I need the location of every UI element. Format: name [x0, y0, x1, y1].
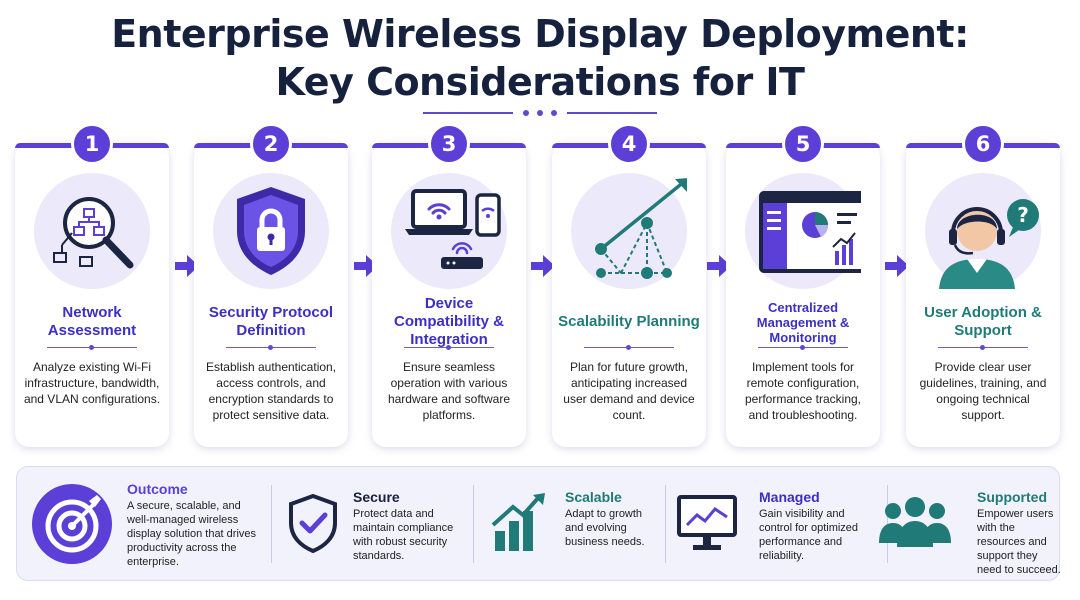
step-card-1: 1 Network Assessment Analyze existing Wi…: [15, 123, 169, 447]
title-line-1: Enterprise Wireless Display Deployment:: [111, 12, 969, 56]
step-description: Analyze existing Wi-Fi infrastructure, b…: [23, 360, 161, 406]
network-magnifier-icon: [53, 197, 134, 269]
step-number-badge: 5: [782, 123, 824, 165]
step-title: User Adoption & Support: [924, 304, 1042, 339]
benefit-description: Adapt to growth and evolving business ne…: [565, 508, 645, 548]
outcome-description: A secure, scalable, and well-managed wir…: [127, 500, 257, 568]
step-card-3: 3 Device Compatibility & Integration Ens…: [372, 123, 526, 447]
step-title: Scalability Planning: [558, 313, 700, 330]
benefit-title: Scalable: [565, 489, 622, 505]
target-icon: [32, 484, 112, 564]
page-title: Enterprise Wireless Display Deployment: …: [0, 10, 1080, 106]
step-description: Implement tools for remote configuration…: [744, 360, 862, 422]
step-description: Establish authentication, access control…: [205, 360, 337, 422]
devices-icon: [405, 189, 501, 269]
step-title: Network Assessment: [47, 304, 137, 339]
step-title: Centralized Management & Monitoring: [756, 299, 850, 345]
benefit-supported: Supported Empower users with the resourc…: [879, 467, 1061, 580]
step-number-badge: 4: [608, 123, 650, 165]
step-card-2: 2 Security Protocol Definition Establish…: [194, 123, 348, 447]
step-card-5: 5 Centralized Management & Monitoring Im…: [726, 123, 880, 447]
growth-network-icon: [595, 178, 687, 279]
step-number-badge: 1: [71, 123, 113, 165]
support-agent-icon: ?: [939, 199, 1039, 289]
benefit-scalable: Scalable Adapt to growth and evolving bu…: [481, 467, 661, 580]
monitor-chart-icon: [677, 495, 737, 550]
step-description: Provide clear user guidelines, training,…: [919, 360, 1047, 422]
outcome-title: Outcome: [127, 481, 188, 497]
benefit-description: Gain visibility and control for optimize…: [759, 508, 859, 562]
arrow-right-icon: [531, 255, 555, 277]
outcome-panel: Outcome A secure, scalable, and well-man…: [16, 466, 1061, 581]
title-line-2: Key Considerations for IT: [275, 60, 805, 104]
dashboard-icon: [759, 191, 861, 273]
benefit-description: Protect data and maintain compliance wit…: [353, 508, 454, 562]
shield-lock-icon: [237, 187, 305, 275]
svg-text:?: ?: [1017, 203, 1029, 227]
benefit-description: Empower users with the resources and sup…: [977, 508, 1061, 576]
step-card-6: 6 ? User Adoption & Support Provide clea…: [906, 123, 1060, 447]
benefit-title: Managed: [759, 489, 820, 505]
outcome-summary: Outcome A secure, scalable, and well-man…: [17, 467, 267, 580]
people-icon: [879, 497, 951, 547]
shield-check-icon: [289, 493, 337, 553]
step-title: Security Protocol Definition: [208, 304, 334, 339]
step-card-4: 4 Scalability Planning Plan for future g…: [552, 123, 706, 447]
benefit-managed: Managed Gain visibility and control for …: [673, 467, 883, 580]
step-title: Device Compatibility & Integration: [393, 295, 504, 348]
benefit-title: Secure: [353, 489, 400, 505]
step-description: Plan for future growth, anticipating inc…: [563, 360, 695, 422]
title-divider: [423, 108, 657, 118]
arrow-right-icon: [885, 255, 909, 277]
arrow-right-icon: [707, 255, 731, 277]
step-number-badge: 6: [962, 123, 1004, 165]
bar-growth-icon: [491, 493, 545, 551]
arrow-right-icon: [175, 255, 199, 277]
step-number-badge: 2: [250, 123, 292, 165]
step-description: Ensure seamless operation with various h…: [387, 360, 511, 422]
benefit-title: Supported: [977, 489, 1047, 505]
step-number-badge: 3: [428, 123, 470, 165]
benefit-secure: Secure Protect data and maintain complia…: [279, 467, 469, 580]
